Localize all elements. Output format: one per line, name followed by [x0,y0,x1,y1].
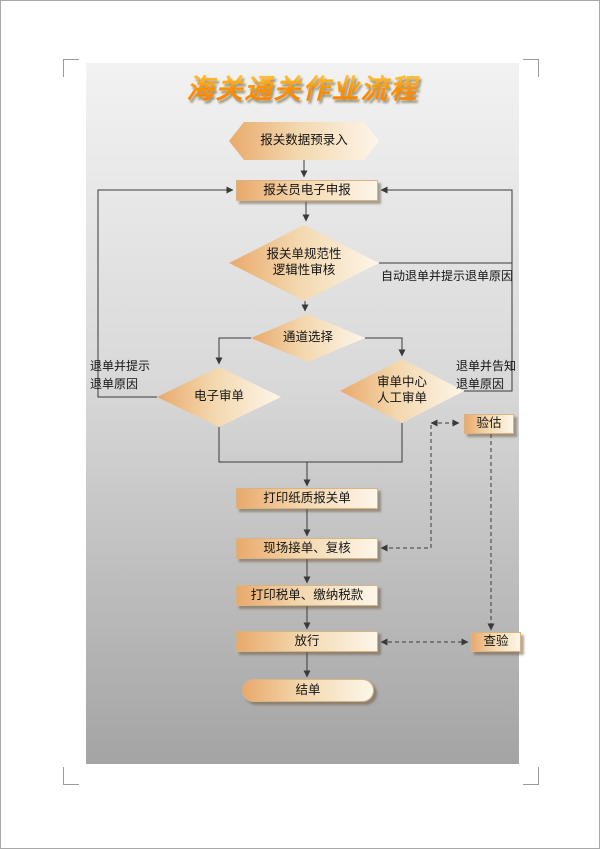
crop-mark-bottom-right [523,767,539,785]
node-site-check: 现场接单、复核 [236,538,378,559]
node-e-declare: 报关员电子申报 [236,180,378,201]
node-label: 通道选择 [282,330,333,345]
node-label: 报关单规范性 逻辑性审核 [266,247,342,277]
node-label: 报关员电子申报 [263,182,351,197]
edge-label-right-return: 退单并告知 退单原因 [456,359,517,391]
node-label: 审单中心 人工审单 [376,375,427,405]
flowchart-canvas [86,63,519,764]
node-inspection: 查验 [471,632,521,652]
node-closing: 结单 [242,679,374,702]
node-label: 放行 [294,633,320,648]
node-label: 报关数据预录入 [260,133,348,148]
node-label: 现场接单、复核 [263,540,351,555]
node-print-declaration: 打印纸质报关单 [236,488,378,509]
node-label: 打印税单、缴纳税款 [250,587,364,602]
node-valuation: 验估 [464,414,514,434]
edge-label-left-return: 退单并提示 退单原因 [90,359,151,391]
crop-mark-top-left [63,59,79,77]
node-release: 放行 [236,631,378,652]
node-pay-tax: 打印税单、缴纳税款 [236,585,378,606]
node-label: 结单 [295,682,321,697]
node-label: 打印纸质报关单 [263,490,351,505]
crop-mark-bottom-left [63,767,79,785]
node-pre-entry: 报关数据预录入 [229,122,379,160]
crop-mark-top-right [523,59,539,77]
edge-label-auto-return: 自动退单并提示退单原因 [381,269,514,283]
node-label: 验估 [476,416,502,431]
node-label: 查验 [483,634,509,649]
node-label: 电子审单 [193,389,244,404]
flowchart-title: 海关通关作业流程 [86,67,519,106]
